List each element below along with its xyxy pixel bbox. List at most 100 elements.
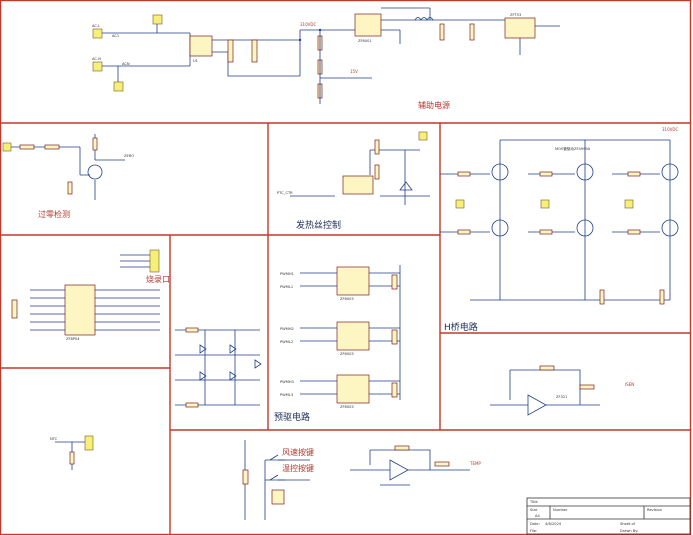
feedback-resistor — [394, 445, 410, 451]
mosfet-q6 — [661, 219, 679, 237]
motor-connector — [540, 199, 550, 209]
mosfet-q5 — [576, 219, 594, 237]
resistor — [69, 451, 75, 465]
pwm-label: PWML1 — [280, 285, 293, 289]
acn-net: ACN — [122, 62, 130, 66]
opamp-label: ZF321 — [556, 395, 567, 399]
motor-connector — [624, 199, 634, 209]
key-connector — [271, 489, 285, 505]
title-block-title: Title — [529, 500, 538, 504]
burn-port-title: 烧录口 — [146, 274, 170, 284]
ac-n-connector — [92, 61, 103, 72]
led-2 — [229, 344, 237, 354]
title-block-sheet: Sheet of — [620, 522, 636, 526]
ic-label: ZF6003 — [340, 352, 354, 356]
title-block-date: Date: — [530, 522, 540, 526]
bridge-rectifier — [189, 35, 213, 57]
pre-drive-ic-2: ZF6003 — [336, 321, 370, 356]
bridge-label: U1 — [193, 59, 198, 63]
temp-key-switch — [269, 474, 285, 481]
ptc-net: PTC_CTR — [277, 191, 293, 195]
ac-out-connector — [113, 81, 124, 92]
ntc-net: NTC — [50, 437, 58, 441]
isen-net: ISEN — [625, 382, 634, 387]
resistor — [44, 144, 60, 150]
pwm-label: PWMH1 — [280, 272, 294, 276]
ac-n-label: AC-N — [92, 57, 101, 61]
mosfet-q4 — [491, 219, 509, 237]
shunt-resistor — [659, 289, 665, 305]
v310-net: 310VDC — [300, 22, 316, 27]
key-cap — [242, 469, 249, 485]
temp-net: TEMP — [469, 461, 481, 466]
pre-drive-ic-1: ZF6003 — [336, 266, 370, 301]
title-block-a4: A4 — [535, 514, 540, 518]
pre-drive-block: ZF6003 ZF6003 ZF6003 PWMH1 PWML1 PWMH2 P… — [274, 265, 401, 423]
title-block-revision: Revision — [647, 508, 662, 512]
ntc-connector — [84, 435, 94, 451]
motor-connector — [455, 199, 465, 209]
mosfet-q2 — [576, 163, 594, 181]
resistor — [67, 181, 73, 195]
resistor — [92, 137, 98, 151]
pre-drive-ic-3: ZF6003 — [336, 374, 370, 409]
gate-resistor — [539, 229, 553, 235]
zero-detect-title: 过零检测 — [38, 209, 70, 219]
heater-control-block: PTC_CTR 发热丝控制 — [277, 131, 430, 231]
heater-control-title: 发热丝控制 — [296, 219, 341, 231]
ldo-regulator — [504, 17, 536, 39]
bootstrap-cap — [391, 382, 398, 398]
keys-block: 风速按键 温控按键 — [242, 440, 314, 520]
ac1-connector — [2, 142, 12, 152]
shunt-resistor — [599, 289, 605, 305]
fan-key-title: 风速按键 — [282, 447, 314, 457]
burn-port-connector — [149, 249, 160, 273]
ac-l-connector — [92, 28, 103, 39]
fan-key-switch — [269, 454, 285, 461]
mosfet-q1 — [491, 163, 509, 181]
gate-resistor — [627, 229, 641, 235]
pwm-label: PWMH3 — [280, 380, 294, 384]
h-bridge-note: MOS管驱动ZF4999A — [555, 146, 591, 151]
resistor — [434, 461, 450, 467]
h-bridge-block: MOS管驱动ZF4999A 310VDC H桥电路 — [440, 127, 678, 333]
bootstrap-cap — [391, 274, 398, 290]
bulk-cap — [227, 39, 234, 63]
heater-connector — [418, 131, 428, 141]
resistor — [19, 144, 35, 150]
ldo-label: ZFT53 — [510, 13, 521, 17]
led-block — [175, 327, 262, 408]
resistor — [185, 327, 199, 333]
mcu-label: ZF8P04 — [66, 337, 80, 341]
triac — [399, 181, 413, 191]
led-5 — [254, 359, 262, 369]
ic-label: ZF6003 — [340, 405, 354, 409]
temp-opamp-block: TEMP — [350, 445, 481, 486]
optocoupler — [342, 175, 374, 195]
pwm-label: PWMH2 — [280, 327, 294, 331]
mcu-chip — [64, 284, 96, 336]
decoupling-cap — [11, 299, 18, 319]
opamp-1 — [527, 394, 547, 416]
fuse-connector — [152, 14, 163, 25]
npn-transistor — [87, 164, 103, 180]
title-block-size: Size — [530, 508, 538, 512]
title-block-file: File: — [530, 529, 537, 533]
led-3 — [199, 371, 207, 381]
resistor — [374, 139, 380, 155]
v15-net: 15V — [350, 69, 358, 74]
opamp-sense-block: ZF321 ISEN — [490, 365, 634, 416]
resistor — [579, 384, 595, 390]
zero-net: ZERO — [124, 154, 134, 158]
title-block-number: Number — [553, 508, 568, 512]
led-4 — [229, 371, 237, 381]
resistor — [185, 402, 199, 408]
h-bridge-title: H桥电路 — [444, 321, 478, 333]
bootstrap-cap — [391, 329, 398, 345]
output-cap — [469, 23, 475, 41]
aux-power-title: 辅助电源 — [418, 100, 450, 110]
title-block-date-value: 4/8/2024 — [545, 522, 562, 526]
pre-drive-title: 预驱电路 — [274, 411, 310, 423]
led-1 — [199, 344, 207, 354]
